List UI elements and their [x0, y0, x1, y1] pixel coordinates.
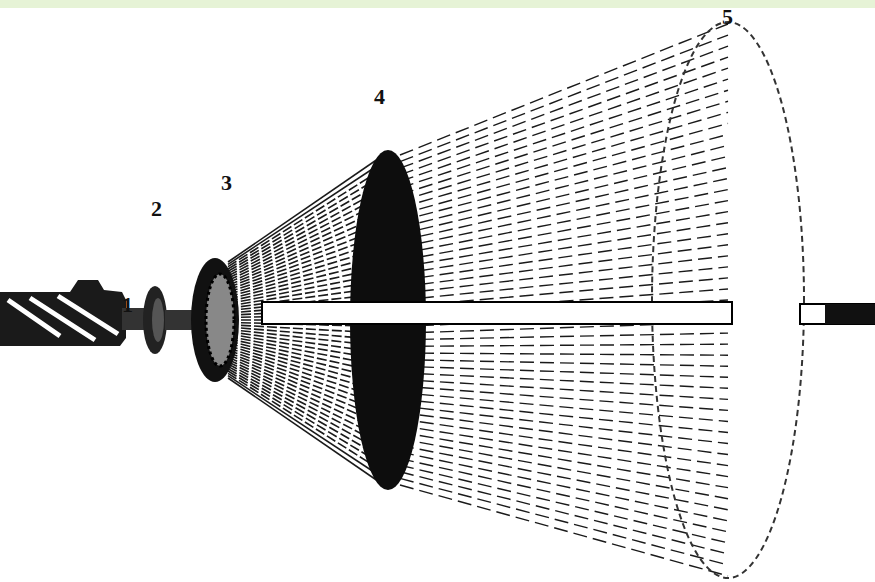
bristle-line: [400, 419, 728, 466]
bristle-line: [400, 190, 728, 254]
bristle-line: [400, 156, 728, 234]
bristle-line: [400, 212, 728, 268]
bristle-line: [400, 68, 728, 181]
callout-number: 5: [722, 6, 733, 28]
bristle-line: [400, 439, 728, 499]
bristle-line: [400, 472, 728, 554]
bristle-line: [400, 46, 728, 168]
bristle-line: [400, 485, 728, 576]
bristle-line: [400, 353, 728, 355]
outer-rim: [652, 22, 804, 578]
shaft: [262, 302, 875, 324]
bristle-line: [400, 452, 728, 521]
bristle-line: [400, 373, 728, 389]
bristle-line: [400, 179, 728, 248]
bristle-line: [400, 267, 728, 300]
bristle-line: [400, 134, 728, 221]
bristle-line: [400, 344, 728, 346]
bristle-line: [400, 145, 728, 227]
bristle-line: [400, 79, 728, 188]
bristle-line: [400, 245, 728, 287]
bristle-line: [400, 256, 728, 294]
washer: [143, 286, 195, 354]
bristle-line: [400, 406, 728, 444]
callout-number: 1: [122, 294, 133, 316]
bristle-line: [400, 445, 728, 509]
bristle-line: [400, 123, 728, 214]
bristle-line: [400, 333, 728, 340]
drill-bit: [0, 280, 152, 346]
callout-number: 2: [151, 198, 162, 220]
hub-ring: [191, 258, 239, 382]
bristle-line: [400, 393, 728, 422]
callout-number: 4: [374, 86, 385, 108]
bristle-line: [400, 112, 728, 207]
bristle-line: [400, 459, 728, 532]
bristle-line: [400, 465, 728, 543]
top-band: [0, 0, 875, 8]
bristle-line: [400, 360, 728, 367]
bristle-line: [400, 478, 728, 565]
bristle-line: [400, 234, 728, 281]
callout-number: 3: [221, 172, 232, 194]
bristle-line: [400, 432, 728, 487]
bristle-line: [400, 399, 728, 432]
